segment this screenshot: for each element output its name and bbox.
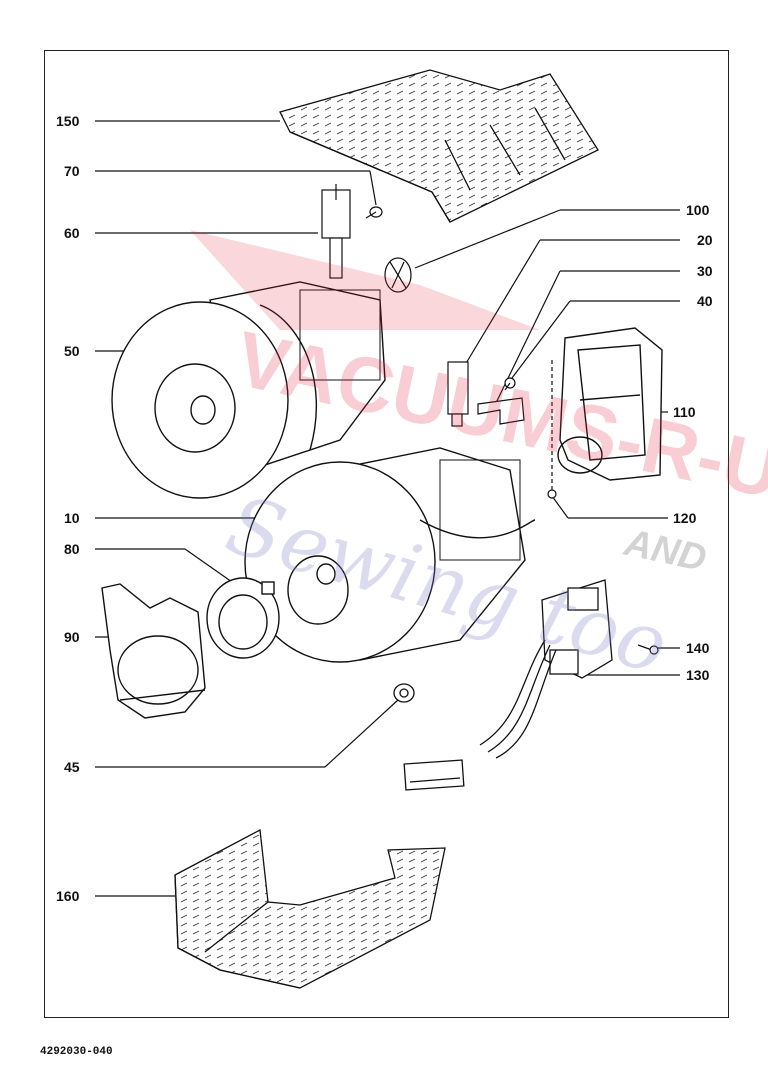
part-50-motor — [111, 281, 386, 499]
callout-110: 110 — [673, 404, 696, 420]
callout-40: 40 — [697, 293, 713, 309]
callout-100: 100 — [686, 202, 710, 218]
part-160-base-tray — [174, 828, 446, 989]
callout-150: 150 — [56, 113, 80, 129]
callout-80: 80 — [64, 541, 80, 557]
callout-160: 160 — [56, 888, 80, 904]
callout-50: 50 — [64, 343, 80, 359]
document-code: 4292030-040 — [40, 1046, 113, 1058]
part-30-bracket — [477, 397, 525, 425]
part-80-ring — [206, 577, 280, 659]
callout-45: 45 — [64, 759, 80, 775]
part-45-ring — [393, 683, 415, 703]
part-40-screw — [504, 377, 516, 391]
part-60-brush-holder — [321, 184, 351, 279]
callout-130: 130 — [686, 667, 710, 683]
part-90-bracket — [101, 583, 206, 719]
part-150-top-cover — [279, 69, 599, 223]
part-140-screw — [637, 644, 659, 655]
diagram-border — [44, 50, 729, 1018]
part-130-switch-assembly — [403, 579, 613, 791]
part-70-screw — [365, 206, 383, 219]
callout-30: 30 — [697, 263, 713, 279]
callout-70: 70 — [64, 163, 80, 179]
part-20-connector — [447, 361, 469, 427]
part-120-screw — [547, 360, 557, 499]
callout-20: 20 — [697, 232, 713, 248]
callout-120: 120 — [673, 510, 697, 526]
part-110-housing — [557, 327, 663, 481]
callout-140: 140 — [686, 640, 710, 656]
part-100-gear — [384, 257, 412, 293]
callout-90: 90 — [64, 629, 80, 645]
callout-60: 60 — [64, 225, 80, 241]
callout-10: 10 — [64, 510, 80, 526]
part-10-motor — [244, 447, 536, 663]
